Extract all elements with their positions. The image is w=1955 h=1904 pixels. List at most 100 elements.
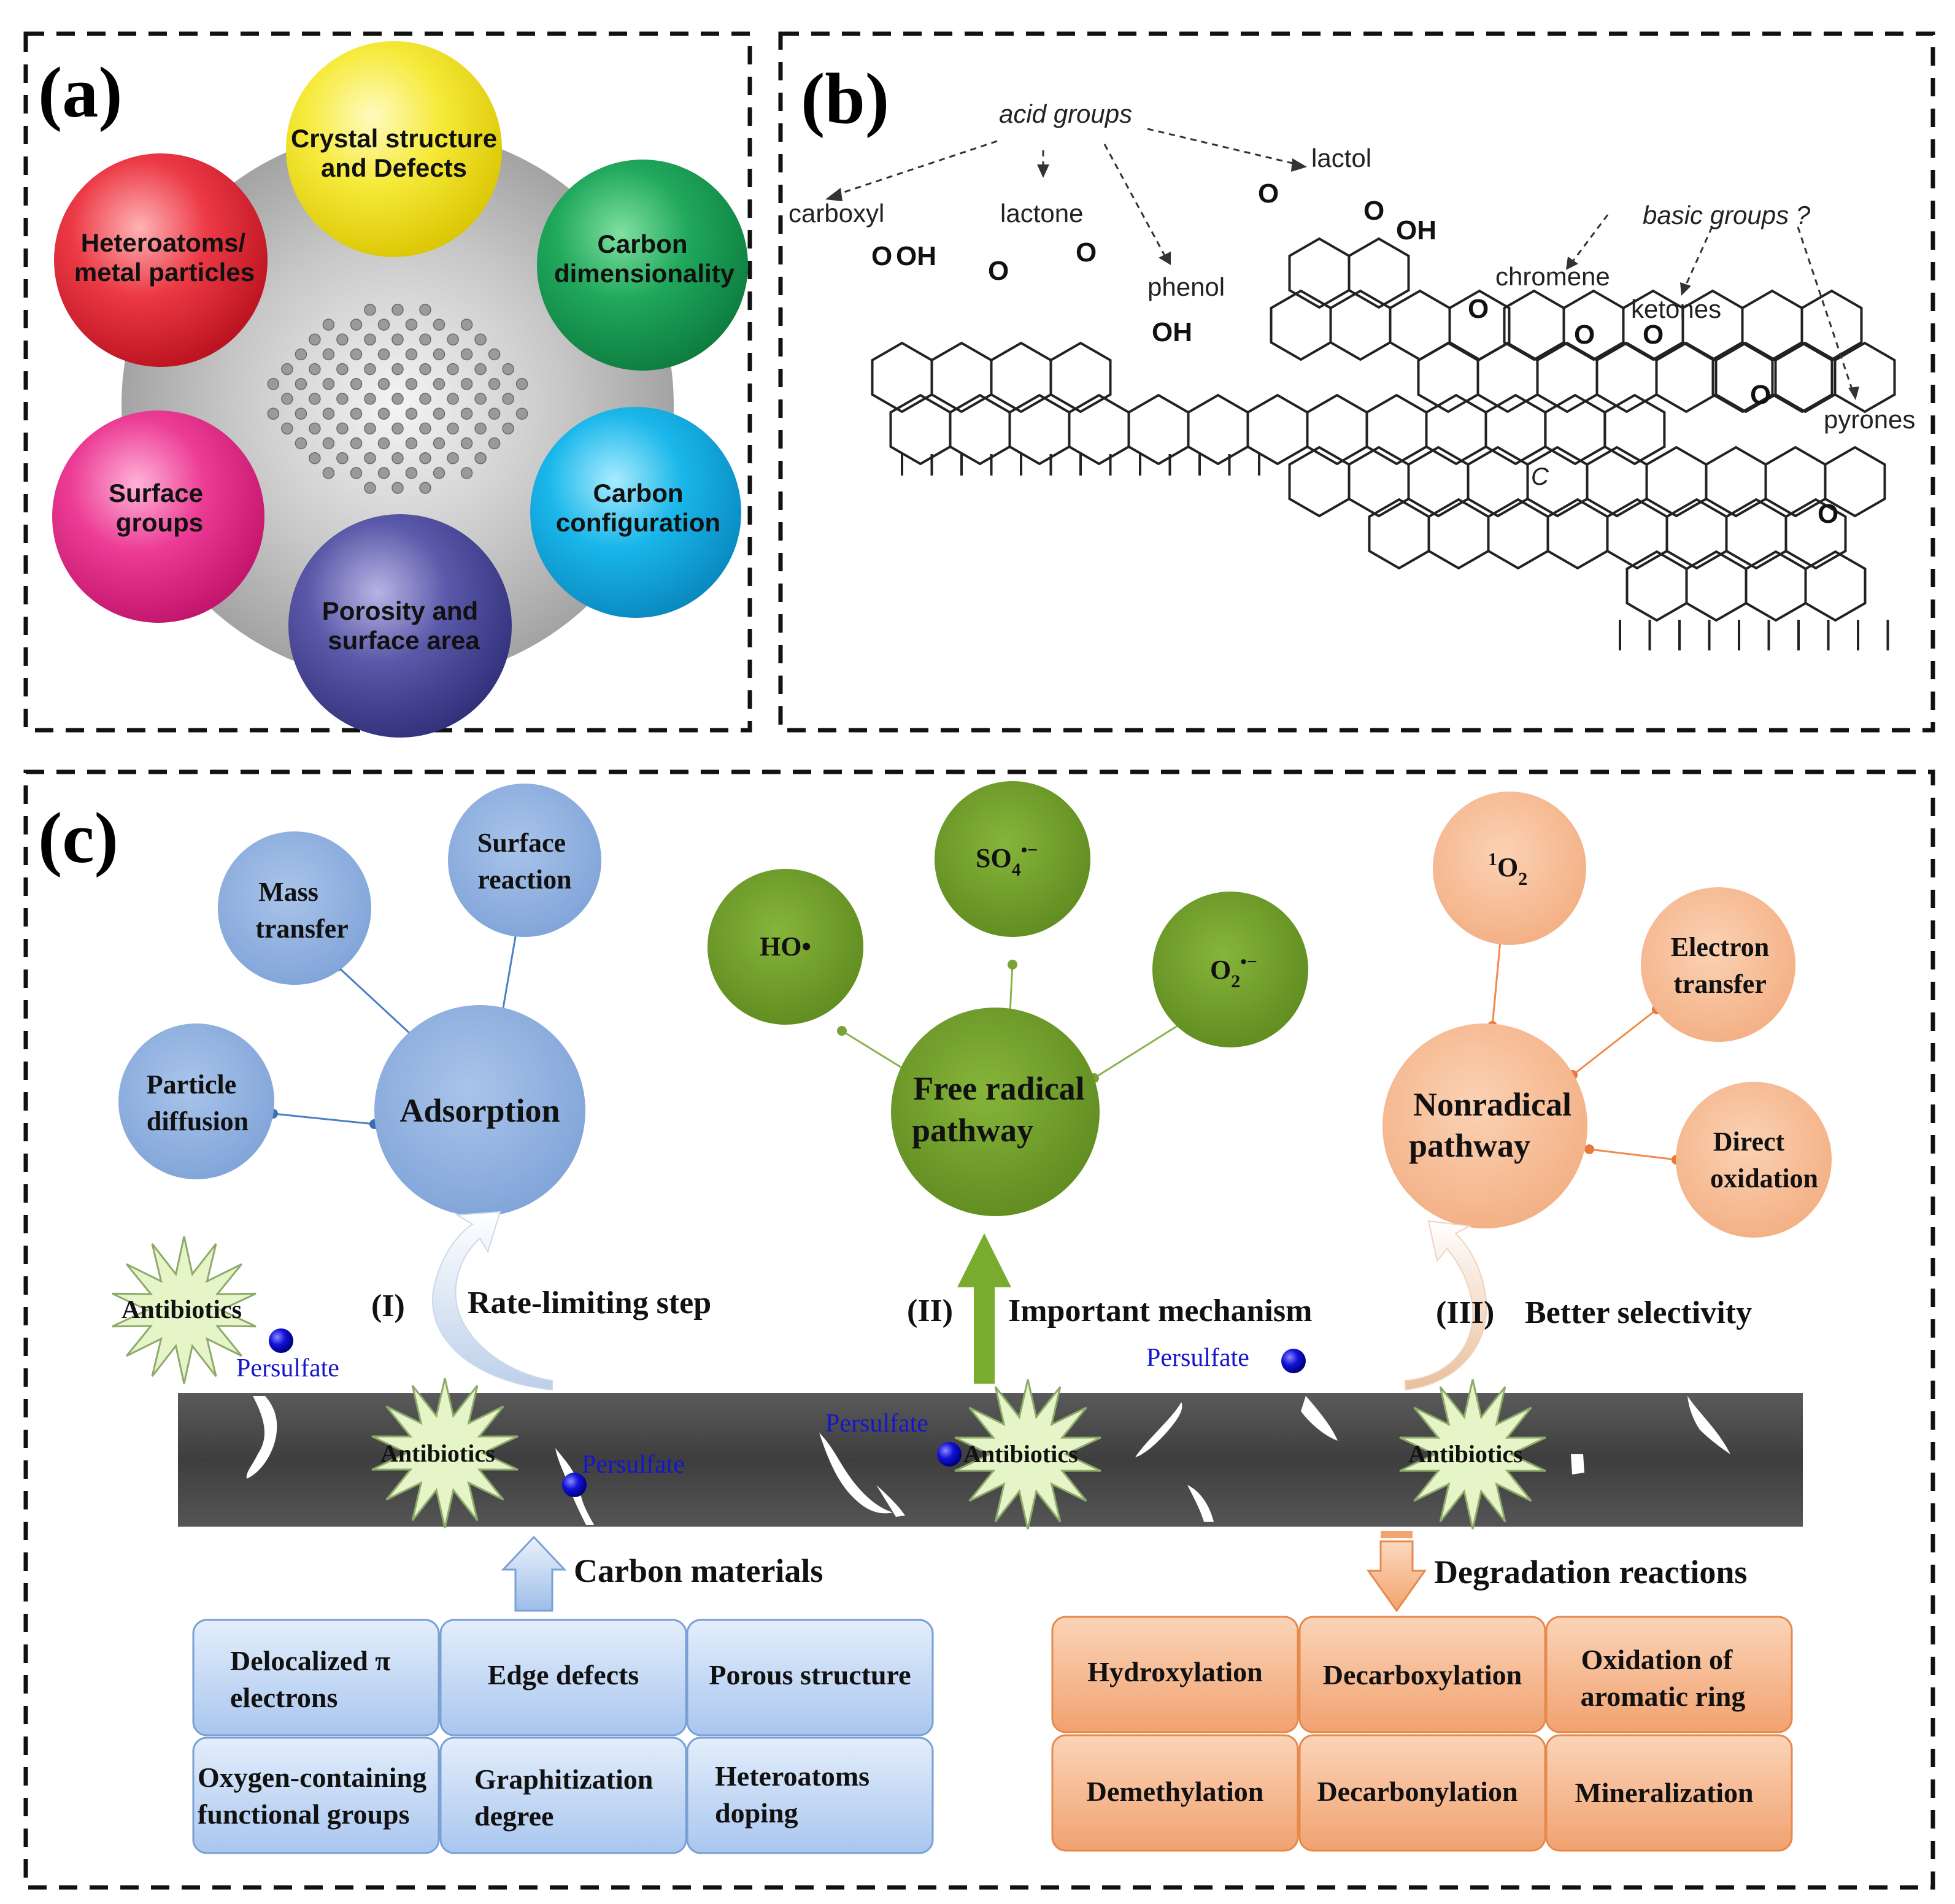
direct-oxidation-line1: Direct <box>1713 1127 1785 1157</box>
circle-crystal-line2: and Defects <box>321 153 467 182</box>
so4-subscript: 4 <box>1012 860 1021 880</box>
graphene-atom <box>322 407 335 420</box>
rate-limiting-arrow <box>432 1211 553 1391</box>
mass-transfer-node: Mass transfer <box>218 831 371 985</box>
graphene-atom <box>460 348 473 361</box>
graphene-atom <box>364 304 376 316</box>
lattice-hexagon <box>1368 498 1430 570</box>
ho-radical-node: HO• <box>708 869 863 1025</box>
pyrones-label: pyrones <box>1824 405 1915 434</box>
persulfate-ball-4 <box>937 1442 962 1467</box>
graphene-atom <box>281 422 293 435</box>
panel-a: (a) Crystal structure and Defects Carbon… <box>23 31 752 738</box>
adsorption-label: Adsorption <box>399 1092 560 1129</box>
degradation-reactions-label: Degradation reactions <box>1434 1554 1747 1590</box>
box-oxidation-ring: Oxidation of aromatic ring <box>1545 1616 1793 1733</box>
graphene-atom <box>474 452 487 464</box>
mass-transfer-line2: transfer <box>255 914 349 944</box>
carbon-lattice-structure <box>871 237 1896 650</box>
circle-heteroatoms-line2: metal particles <box>74 258 255 287</box>
phenol-label: phenol <box>1147 272 1225 301</box>
carbon-pores <box>246 1396 1730 1525</box>
graphene-atom <box>433 318 445 331</box>
atom-o-carboxyl: O <box>871 241 892 271</box>
box-porous-line1: Porous structure <box>709 1659 911 1690</box>
lattice-hexagon <box>1246 393 1309 466</box>
graphene-atom <box>377 378 390 390</box>
persulfate-ball-2 <box>1281 1349 1306 1373</box>
circle-crystal-structure: Crystal structure and Defects <box>286 41 502 257</box>
box-hydroxylation-line1: Hydroxylation <box>1087 1656 1262 1687</box>
atom-oh-phenol: OH <box>1152 317 1192 347</box>
graphene-atom <box>364 363 376 376</box>
panel-a-label: (a) <box>38 52 123 133</box>
direct-oxidation-node: Direct oxidation <box>1676 1082 1832 1238</box>
graphene-atom <box>295 378 307 390</box>
box-oxidation-line2: aromatic ring <box>1581 1681 1746 1712</box>
graphene-atom <box>350 318 363 331</box>
surface-reaction-line1: Surface <box>477 828 566 858</box>
graphene-atom <box>433 437 445 450</box>
so4-superscript: •− <box>1021 840 1038 860</box>
circle-surface-line1: Surface <box>109 479 203 507</box>
lattice-hexagon <box>1467 445 1529 518</box>
graphene-atom <box>460 407 473 420</box>
lattice-hexagon <box>1645 445 1708 518</box>
box-heteroatoms-doping: Heteroatoms doping <box>686 1736 934 1854</box>
box-decarboxylation-line1: Decarboxylation <box>1323 1659 1522 1690</box>
graphene-atom <box>488 348 501 361</box>
rate-limiting-label: Rate-limiting step <box>468 1285 711 1320</box>
chromene-label: chromene <box>1495 262 1610 291</box>
graphene-atom <box>350 407 363 420</box>
circle-porosity-line2: surface area <box>328 626 480 655</box>
box-decarbonylation: Decarbonylation <box>1298 1734 1546 1852</box>
box-edge-defects: Edge defects <box>439 1619 687 1736</box>
particle-diffusion-line2: diffusion <box>147 1106 249 1136</box>
graphene-atom <box>488 437 501 450</box>
electron-transfer-line2: transfer <box>1673 969 1767 999</box>
lattice-hexagon <box>1804 550 1867 622</box>
graphene-atom <box>322 318 335 331</box>
circle-carbon-configuration: Carbon configuration <box>530 407 741 618</box>
lattice-hexagon <box>1329 289 1392 361</box>
antibiotics-label-bar-2: Antibiotics <box>963 1440 1078 1468</box>
lattice-hexagon <box>889 393 952 466</box>
antibiotics-star-bar-3: Antibiotics <box>1399 1379 1546 1530</box>
graphene-atom <box>350 348 363 361</box>
box-porous-structure: Porous structure <box>686 1619 934 1736</box>
lattice-hexagon <box>1270 289 1332 361</box>
particle-diffusion-node: Particle diffusion <box>118 1023 274 1179</box>
graphene-atom <box>391 482 404 494</box>
graphene-atom <box>364 333 376 346</box>
box-graphitization-line1: Graphitization <box>474 1763 653 1795</box>
box-demethylation-line1: Demethylation <box>1087 1776 1264 1807</box>
graphene-atom <box>405 437 418 450</box>
graphene-atom <box>364 482 376 494</box>
persulfate-label-3: Persulfate <box>582 1451 685 1479</box>
atom-o-pyrone: O <box>1750 380 1771 410</box>
nonradical-line1: Nonradical <box>1413 1086 1571 1123</box>
lattice-hexagon <box>1389 289 1451 361</box>
graphene-atom <box>419 304 431 316</box>
graphene-atom <box>336 422 349 435</box>
graphene-atom <box>377 348 390 361</box>
antibiotics-label-free: Antibiotics <box>121 1296 242 1324</box>
graphene-atom <box>447 363 459 376</box>
graphene-atom <box>391 452 404 464</box>
box-demethylation: Demethylation <box>1051 1734 1299 1852</box>
graphene-atom <box>447 333 459 346</box>
so4-radical-node: SO4•− <box>935 781 1090 937</box>
graphene-atom <box>281 363 293 376</box>
carboxyl-label: carboxyl <box>789 199 884 228</box>
graphene-atom <box>364 422 376 435</box>
graphene-atom <box>419 333 431 346</box>
persulfate-ball-1 <box>269 1328 293 1353</box>
graphene-atom <box>460 467 473 479</box>
so4-radical-label: SO4•− <box>976 840 1038 880</box>
circle-configuration-line2: configuration <box>556 508 720 537</box>
electron-transfer-line1: Electron <box>1671 932 1770 962</box>
graphene-atom <box>322 467 335 479</box>
atom-o-lactone-ring: O <box>988 256 1009 286</box>
persulfate-label-2: Persulfate <box>1146 1344 1249 1372</box>
graphene-atom <box>377 467 390 479</box>
